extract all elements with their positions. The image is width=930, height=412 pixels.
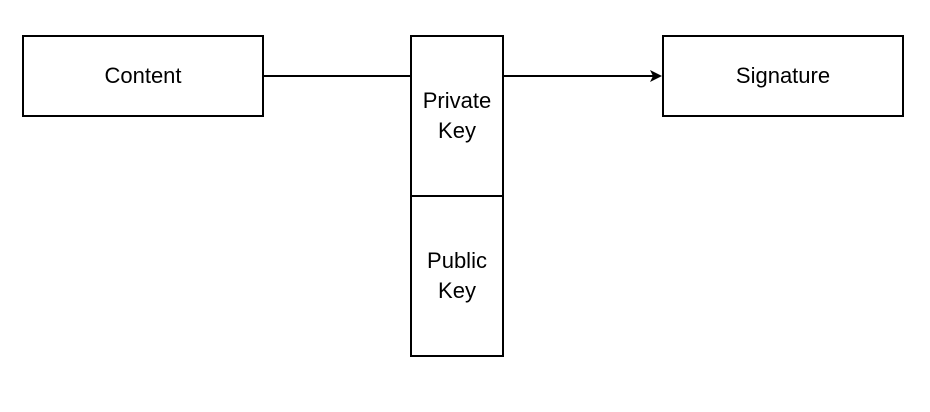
content-label: Content: [104, 63, 182, 88]
public-key-node: Public Key: [410, 195, 504, 357]
private-key-label: Private Key: [422, 88, 492, 143]
signature-node: Signature: [662, 35, 904, 117]
content-node: Content: [22, 35, 264, 117]
public-key-label: Public Key: [427, 248, 487, 303]
private-key-node: Private Key: [410, 35, 504, 197]
signature-label: Signature: [735, 63, 831, 88]
